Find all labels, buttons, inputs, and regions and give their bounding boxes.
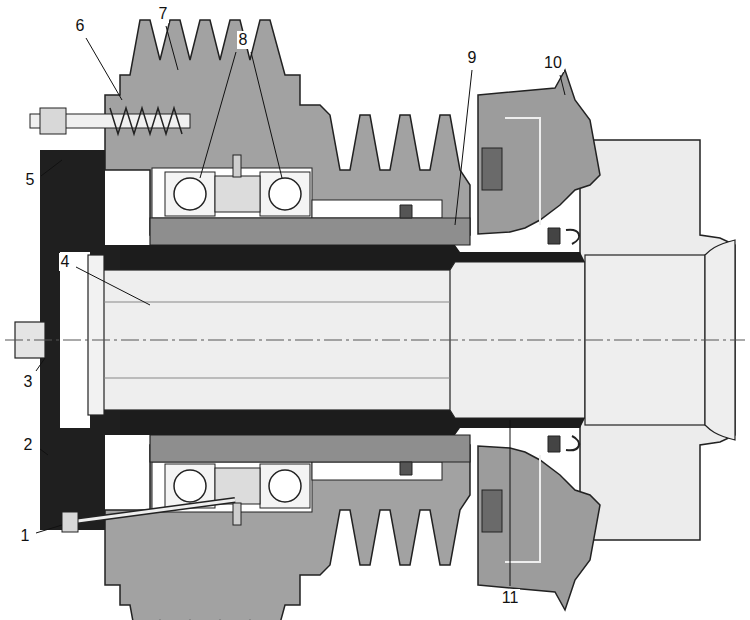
callout-number: 4 bbox=[59, 253, 72, 271]
callout-number: 5 bbox=[24, 171, 37, 189]
callout-number: 1 bbox=[19, 527, 32, 545]
callout-number: 10 bbox=[542, 54, 564, 72]
callout-number: 11 bbox=[500, 589, 521, 607]
callout-number: 9 bbox=[466, 49, 479, 67]
callout-number: 7 bbox=[157, 5, 170, 23]
callout-number: 2 bbox=[22, 436, 35, 454]
callout-number: 6 bbox=[74, 17, 87, 35]
callout-number: 3 bbox=[22, 373, 35, 391]
callout-number: 8 bbox=[237, 31, 250, 49]
